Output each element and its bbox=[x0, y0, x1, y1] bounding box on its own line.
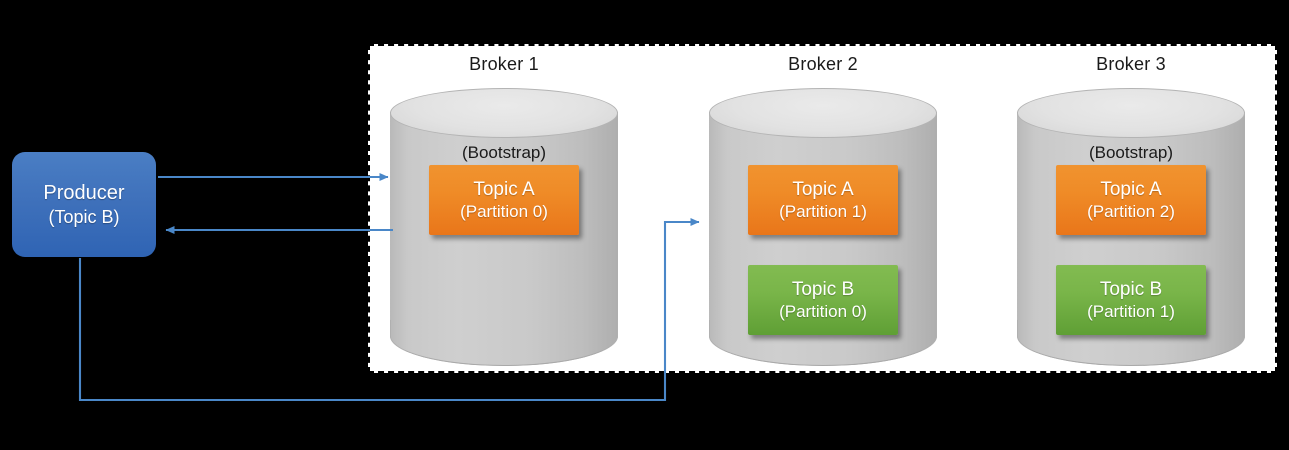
broker-label-3: Broker 3 bbox=[1096, 54, 1166, 74]
topic-card-a-partition-0[interactable]: Topic A (Partition 0) bbox=[429, 165, 579, 235]
broker-group-2[interactable]: Broker 2 Topic A (Partition 1) Topic B (… bbox=[707, 46, 939, 375]
cylinder-top-1 bbox=[390, 88, 618, 138]
topic-name: Topic A bbox=[1100, 178, 1162, 200]
cylinder-top-2 bbox=[709, 88, 937, 138]
topic-card-b-partition-0[interactable]: Topic B (Partition 0) bbox=[748, 265, 898, 335]
broker-cylinder-3: (Bootstrap) Topic A (Partition 2) Topic … bbox=[1017, 88, 1245, 366]
topic-name: Topic A bbox=[473, 178, 535, 200]
topic-partition: (Partition 1) bbox=[1087, 301, 1175, 321]
kafka-cluster-panel: Broker 1 (Bootstrap) Topic A (Partition … bbox=[368, 44, 1277, 373]
topic-partition: (Partition 2) bbox=[1087, 201, 1175, 221]
topic-partition: (Partition 0) bbox=[779, 301, 867, 321]
broker-group-3[interactable]: Broker 3 (Bootstrap) Topic A (Partition … bbox=[1015, 46, 1247, 375]
cylinder-body-1 bbox=[390, 112, 618, 366]
topic-card-a-partition-1[interactable]: Topic A (Partition 1) bbox=[748, 165, 898, 235]
broker-group-1[interactable]: Broker 1 (Bootstrap) Topic A (Partition … bbox=[388, 46, 620, 375]
producer-title: Producer bbox=[43, 181, 125, 204]
topic-name: Topic B bbox=[791, 278, 855, 300]
cylinder-top-3 bbox=[1017, 88, 1245, 138]
topic-partition: (Partition 0) bbox=[460, 201, 548, 221]
topic-name: Topic A bbox=[792, 178, 854, 200]
producer-subtitle: (Topic B) bbox=[48, 206, 120, 227]
broker-label-2: Broker 2 bbox=[788, 54, 858, 74]
topic-name: Topic B bbox=[1099, 278, 1163, 300]
broker-cylinder-1: (Bootstrap) Topic A (Partition 0) bbox=[390, 88, 618, 366]
producer-node[interactable]: Producer (Topic B) bbox=[12, 152, 156, 257]
broker-label-1: Broker 1 bbox=[469, 54, 539, 74]
broker-cylinder-2: Topic A (Partition 1) Topic B (Partition… bbox=[709, 88, 937, 366]
topic-card-a-partition-2[interactable]: Topic A (Partition 2) bbox=[1056, 165, 1206, 235]
topic-card-b-partition-1[interactable]: Topic B (Partition 1) bbox=[1056, 265, 1206, 335]
topic-partition: (Partition 1) bbox=[779, 201, 867, 221]
